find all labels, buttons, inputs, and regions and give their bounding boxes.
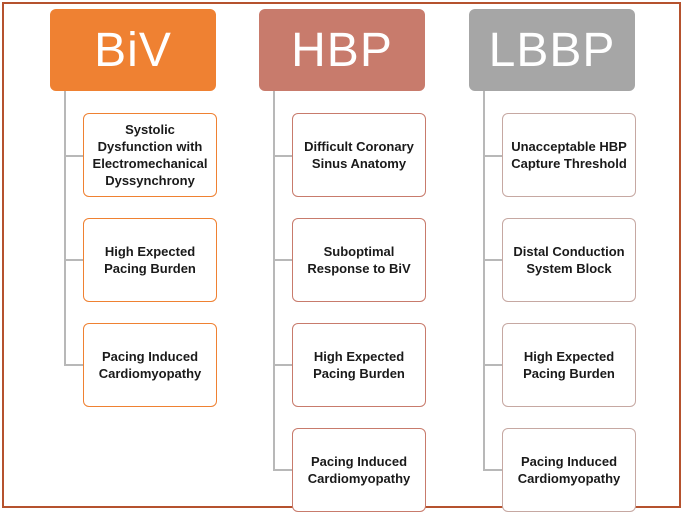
node-label: Suboptimal Response to BiV xyxy=(307,244,411,276)
header-biv: BiV xyxy=(50,9,216,91)
node-label: Unacceptable HBP Capture Threshold xyxy=(511,139,627,171)
header-lbbp: LBBP xyxy=(469,9,635,91)
connector-spine-biv xyxy=(64,91,66,365)
connector-branch xyxy=(483,469,503,471)
node-hbp-2: Suboptimal Response to BiV xyxy=(292,218,426,302)
column-hbp: HBP Difficult Coronary Sinus Anatomy Sub… xyxy=(259,0,459,512)
connector-branch xyxy=(483,259,503,261)
node-biv-2: High Expected Pacing Burden xyxy=(83,218,217,302)
connector-branch xyxy=(483,155,503,157)
connector-branch xyxy=(64,364,84,366)
node-hbp-1: Difficult Coronary Sinus Anatomy xyxy=(292,113,426,197)
connector-branch xyxy=(273,259,293,261)
node-label: Distal Conduction System Block xyxy=(513,244,625,276)
connector-branch xyxy=(64,259,84,261)
node-label: Systolic Dysfunction with Electromechani… xyxy=(92,122,208,188)
connector-branch xyxy=(64,155,84,157)
header-hbp: HBP xyxy=(259,9,425,91)
node-hbp-4: Pacing Induced Cardiomyopathy xyxy=(292,428,426,512)
column-biv: BiV Systolic Dysfunction with Electromec… xyxy=(50,0,250,512)
connector-branch xyxy=(273,364,293,366)
node-label: High Expected Pacing Burden xyxy=(104,244,196,276)
node-label: High Expected Pacing Burden xyxy=(313,349,405,381)
node-label: Pacing Induced Cardiomyopathy xyxy=(307,454,411,486)
node-label: Pacing Induced Cardiomyopathy xyxy=(98,349,202,381)
node-biv-3: Pacing Induced Cardiomyopathy xyxy=(83,323,217,407)
connector-spine-lbbp xyxy=(483,91,485,470)
node-label: Pacing Induced Cardiomyopathy xyxy=(517,454,621,486)
node-label: Difficult Coronary Sinus Anatomy xyxy=(304,139,414,171)
connector-branch xyxy=(483,364,503,366)
node-lbbp-4: Pacing Induced Cardiomyopathy xyxy=(502,428,636,512)
connector-branch xyxy=(273,469,293,471)
node-lbbp-1: Unacceptable HBP Capture Threshold xyxy=(502,113,636,197)
node-hbp-3: High Expected Pacing Burden xyxy=(292,323,426,407)
connector-spine-hbp xyxy=(273,91,275,470)
node-lbbp-3: High Expected Pacing Burden xyxy=(502,323,636,407)
node-label: High Expected Pacing Burden xyxy=(523,349,615,381)
connector-branch xyxy=(273,155,293,157)
node-lbbp-2: Distal Conduction System Block xyxy=(502,218,636,302)
column-lbbp: LBBP Unacceptable HBP Capture Threshold … xyxy=(469,0,669,512)
node-biv-1: Systolic Dysfunction with Electromechani… xyxy=(83,113,217,197)
